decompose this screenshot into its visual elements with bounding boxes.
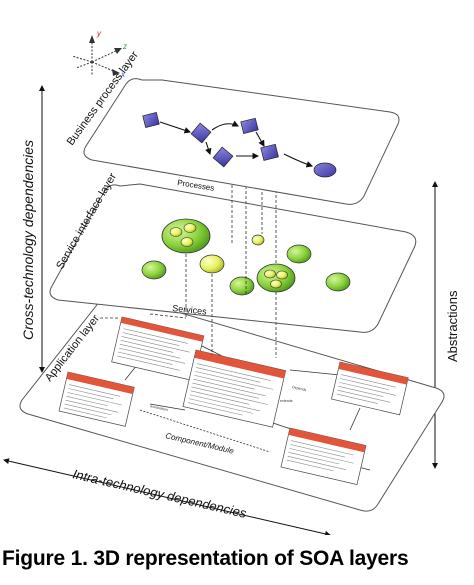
- axis-z-label: z: [122, 42, 127, 51]
- service-node: [141, 260, 167, 280]
- cross-technology-label: Cross-technology dependencies: [20, 140, 36, 340]
- axis-x-label: x: [120, 70, 126, 79]
- svg-text:association: association: [150, 404, 168, 412]
- services-label: Services: [172, 303, 208, 317]
- process-node: [240, 117, 259, 134]
- svg-text:extends: extends: [280, 399, 293, 403]
- service-group: [161, 218, 211, 254]
- service-node: [229, 276, 255, 296]
- intra-technology-label: Intra-technology dependencies: [71, 466, 248, 521]
- class-box: [182, 349, 287, 428]
- abstractions-label: Abstractions: [445, 290, 460, 362]
- cross-technology-arrow: Cross-technology dependencies: [20, 85, 45, 373]
- figure-caption: Figure 1. 3D representation of SOA layer…: [2, 547, 409, 570]
- service-plane: [49, 183, 417, 333]
- class-box: [280, 427, 367, 485]
- class-box: [111, 316, 205, 382]
- service-node: [199, 254, 225, 274]
- service-node: [325, 272, 351, 292]
- application-layer: Application layer Component/Module assoc…: [19, 297, 445, 512]
- process-node: [260, 143, 279, 161]
- svg-text:Depends: Depends: [292, 385, 307, 392]
- soa-diagram: y z x Cross-technology dependencies Abst…: [3, 29, 460, 535]
- abstractions-arrow: Abstractions: [432, 181, 460, 469]
- service-group: [256, 263, 296, 293]
- process-end-node: [313, 162, 337, 178]
- service-node: [286, 244, 312, 264]
- axis-y-label: y: [96, 29, 102, 38]
- axis-gizmo: y z x: [71, 29, 127, 79]
- class-box: [331, 361, 409, 416]
- process-node: [190, 122, 212, 144]
- class-box: [58, 371, 135, 427]
- service-node: [251, 234, 265, 246]
- process-node: [142, 112, 160, 128]
- process-node: [212, 146, 234, 168]
